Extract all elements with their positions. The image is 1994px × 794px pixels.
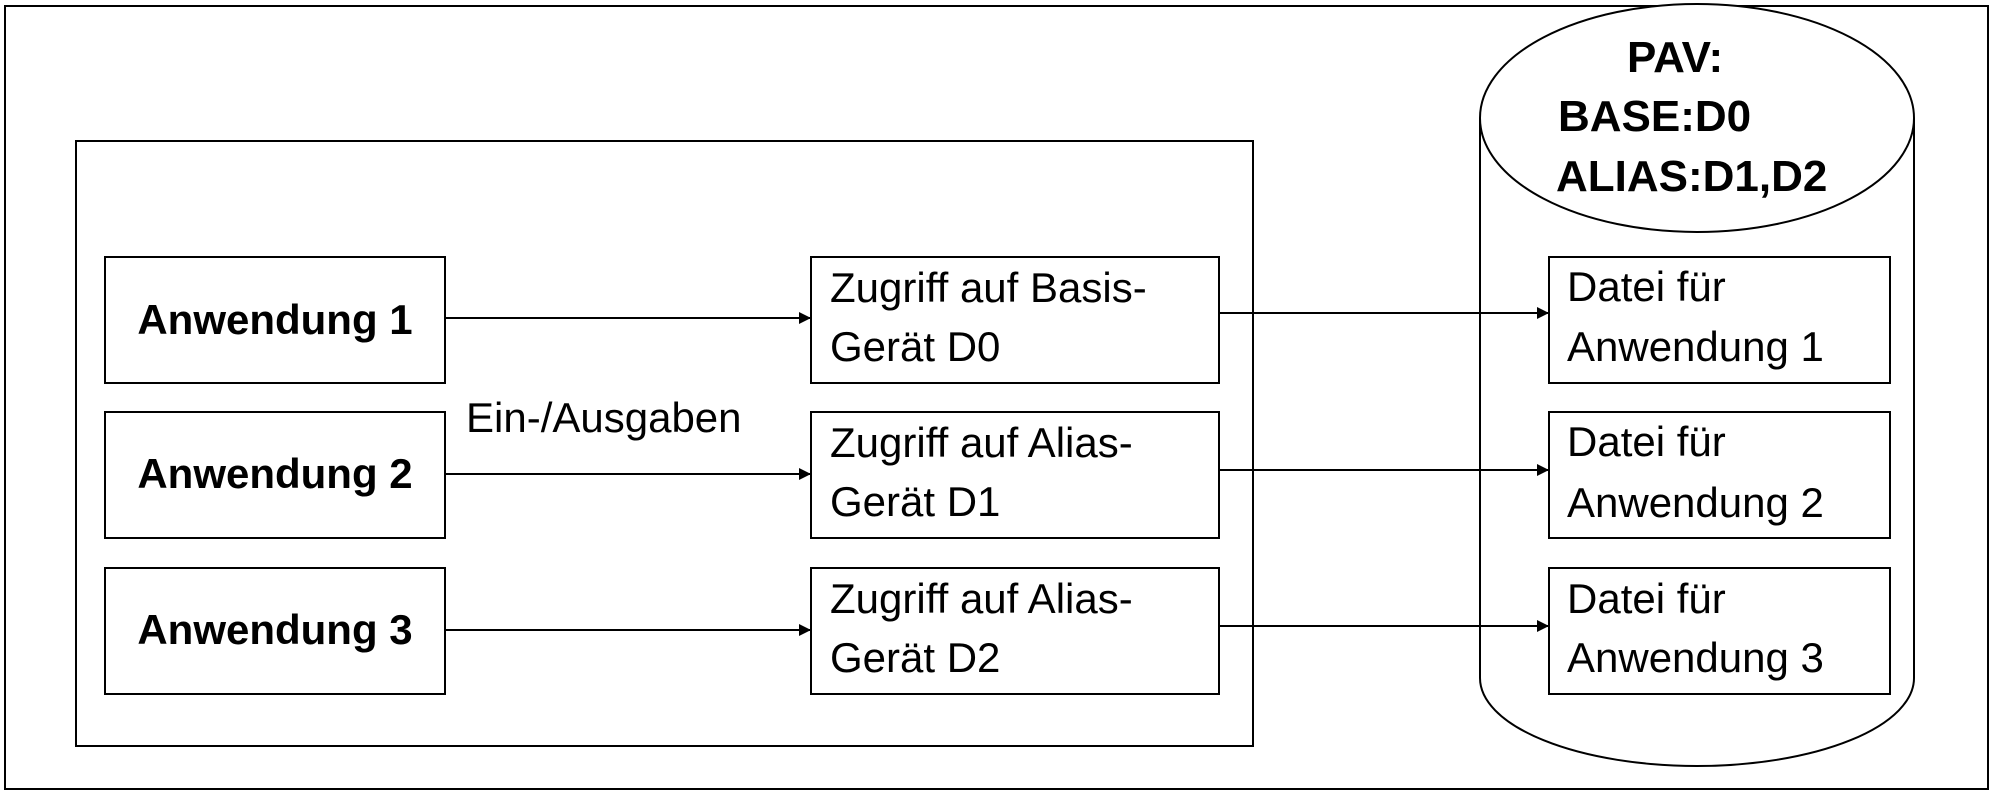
host-frame (75, 140, 1254, 747)
file-line1: Datei für (1567, 418, 1726, 465)
file-line1: Datei für (1567, 575, 1726, 622)
device-box-d0: Zugriff auf Basis- Gerät D0 (810, 256, 1220, 384)
file-line2: Anwendung 2 (1567, 479, 1824, 526)
disk-alias: ALIAS:D1,D2 (1556, 152, 1827, 201)
application-box-3: Anwendung 3 (104, 567, 446, 695)
file-line1: Datei für (1567, 263, 1726, 310)
io-label: Ein-/Ausgaben (466, 394, 742, 441)
device-line1: Zugriff auf Basis- (830, 264, 1147, 311)
file-box-2: Datei für Anwendung 2 (1548, 411, 1891, 539)
file-box-1: Datei für Anwendung 1 (1548, 256, 1891, 384)
device-line1: Zugriff auf Alias- (830, 419, 1133, 466)
application-label: Anwendung 1 (137, 296, 412, 343)
file-line2: Anwendung 3 (1567, 634, 1824, 681)
disk-title: PAV: (1627, 33, 1723, 82)
outer-frame (4, 5, 1989, 790)
disk-top (1479, 3, 1915, 233)
application-box-2: Anwendung 2 (104, 411, 446, 539)
file-box-3: Datei für Anwendung 3 (1548, 567, 1891, 695)
device-box-d1: Zugriff auf Alias- Gerät D1 (810, 411, 1220, 539)
file-line2: Anwendung 1 (1567, 323, 1824, 370)
device-line1: Zugriff auf Alias- (830, 575, 1133, 622)
device-line2: Gerät D2 (830, 634, 1000, 681)
disk-base: BASE:D0 (1558, 92, 1751, 141)
device-line2: Gerät D0 (830, 323, 1000, 370)
application-label: Anwendung 2 (137, 450, 412, 497)
device-box-d2: Zugriff auf Alias- Gerät D2 (810, 567, 1220, 695)
device-line2: Gerät D1 (830, 478, 1000, 525)
application-box-1: Anwendung 1 (104, 256, 446, 384)
application-label: Anwendung 3 (137, 606, 412, 653)
